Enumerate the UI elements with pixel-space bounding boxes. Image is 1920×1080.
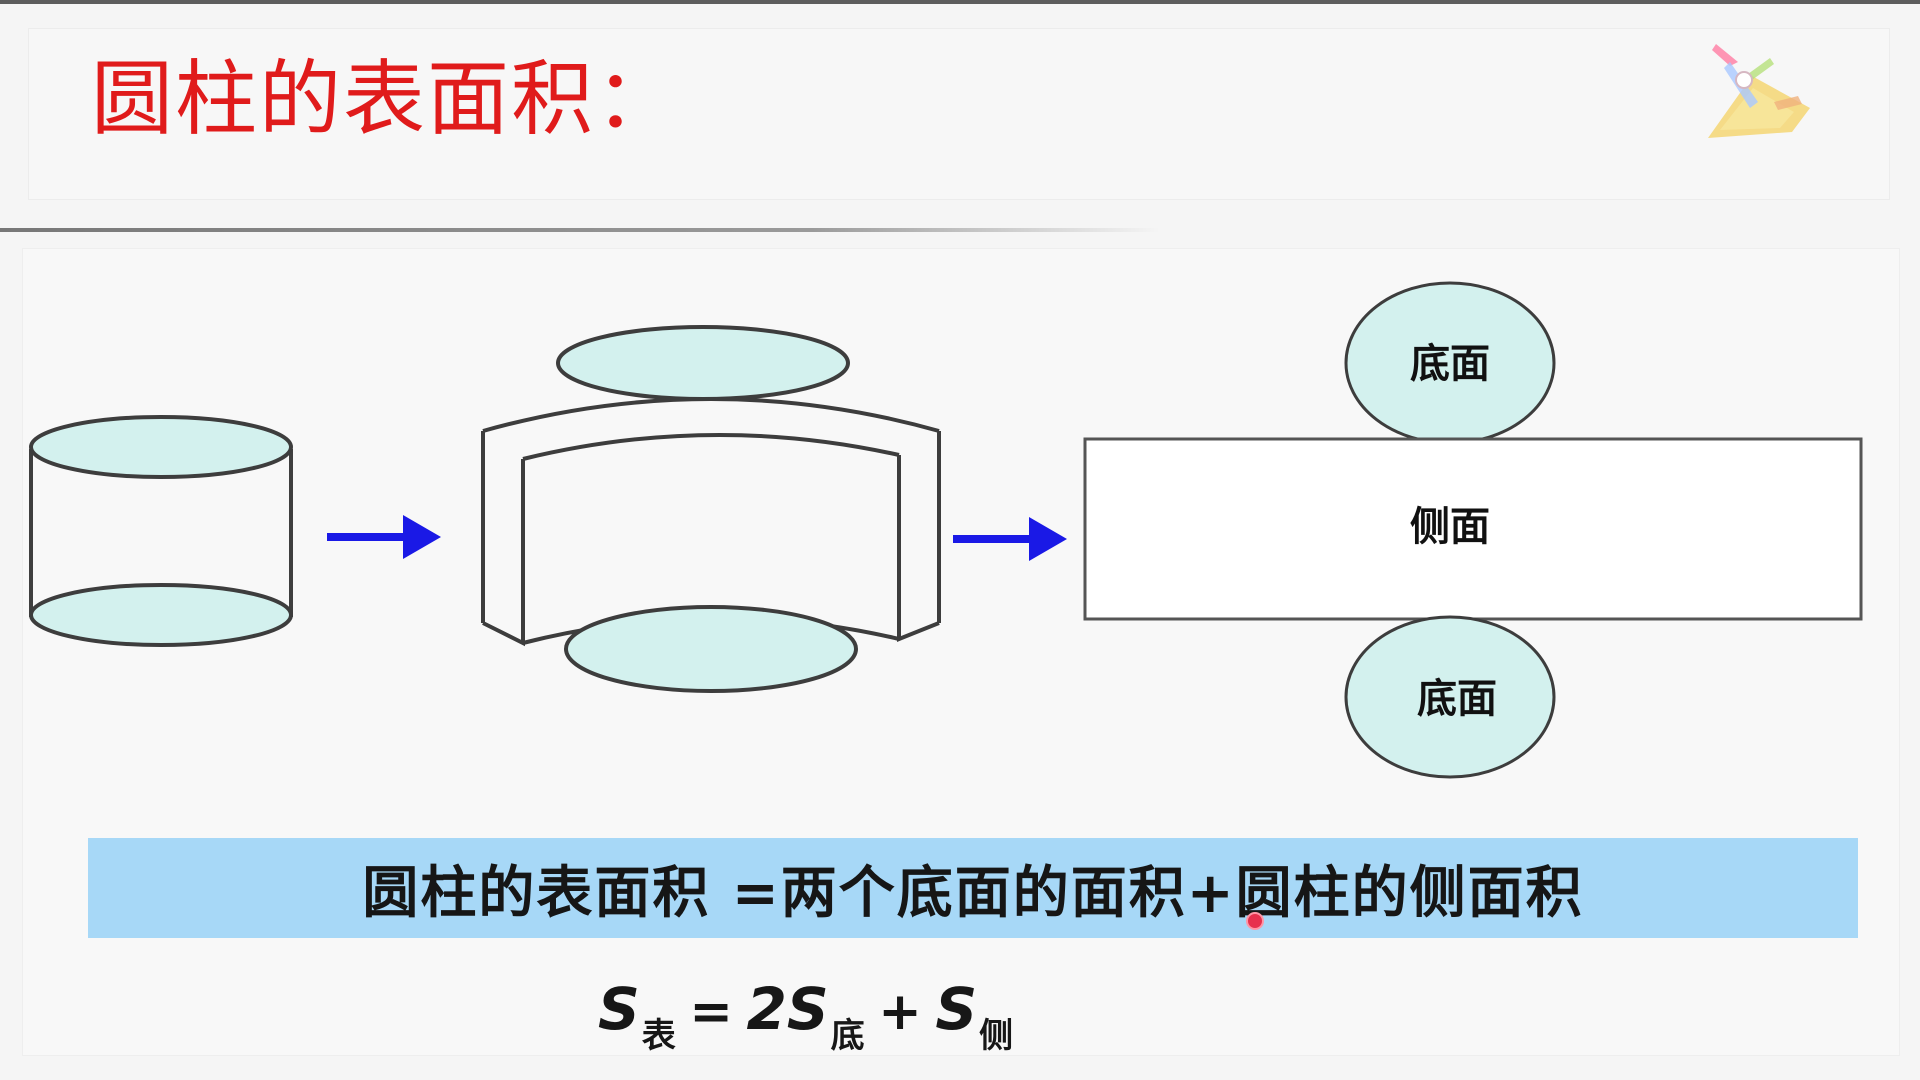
- title-panel: 圆柱的表面积：: [28, 28, 1890, 200]
- pointer-dot: [1246, 912, 1264, 930]
- lateral-face-rectangle: [1083, 437, 1863, 621]
- formula-text: 圆柱的表面积 =两个底面的面积+圆柱的侧面积: [362, 860, 1584, 926]
- arrow-right-icon: [953, 517, 1067, 561]
- symbolic-formula: S表 = 2S底 + S侧: [598, 975, 1013, 1057]
- cylinder-3d: [29, 415, 293, 647]
- formula-coef: 2S: [746, 975, 829, 1043]
- cylinder-unrolled: [481, 325, 941, 693]
- logo-icon: [1708, 44, 1810, 138]
- cylinder-net-diagram: 底面 侧面 底面: [29, 281, 1863, 779]
- formula-lateral: S: [935, 975, 978, 1043]
- formula-base-sub: 底: [830, 1016, 865, 1056]
- base-bottom-label: 底面: [1417, 676, 1497, 722]
- formula-lateral-sub: 侧: [979, 1016, 1014, 1056]
- formula-plus: +: [878, 982, 922, 1042]
- lateral-face-label: 侧面: [1410, 504, 1490, 550]
- formula-lhs-sub: 表: [641, 1016, 676, 1056]
- formula-lhs: S: [598, 975, 640, 1043]
- title-divider: [0, 228, 1160, 232]
- formula-bar: 圆柱的表面积 =两个底面的面积+圆柱的侧面积: [88, 838, 1858, 938]
- base-top-label: 底面: [1410, 341, 1490, 387]
- cylinder-net: 底面 侧面 底面: [1083, 281, 1863, 779]
- slide-title: 圆柱的表面积：: [91, 52, 680, 147]
- formula-equals: =: [689, 982, 733, 1042]
- top-border: [0, 0, 1920, 4]
- arrow-right-icon: [327, 515, 441, 559]
